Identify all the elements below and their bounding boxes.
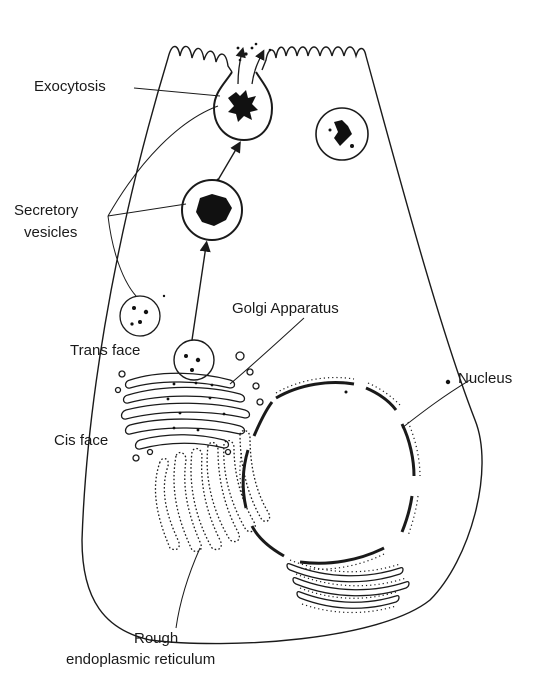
label-secretory-vesicles-line1: Secretory bbox=[14, 202, 79, 219]
label-cis-face: Cis face bbox=[54, 432, 109, 449]
label-rough-er-line2: endoplasmic reticulum bbox=[66, 651, 216, 668]
exocytosis-vesicle bbox=[212, 42, 274, 142]
er-sheets-lower bbox=[286, 562, 410, 609]
exocytosis-arrow-left bbox=[235, 46, 246, 85]
leader-lines bbox=[107, 87, 471, 629]
secretory-vesicle-right bbox=[315, 107, 369, 161]
transport-arrow-upper bbox=[217, 141, 241, 181]
label-golgi-apparatus: Golgi Apparatus bbox=[232, 300, 339, 317]
nucleus-envelope bbox=[241, 381, 416, 565]
trans-face-vesicle bbox=[173, 339, 215, 381]
golgi-dots bbox=[166, 381, 226, 432]
secretory-vesicle-middle bbox=[181, 178, 243, 241]
label-nucleus: Nucleus bbox=[458, 370, 513, 387]
exocytosis-arrow-right bbox=[251, 49, 265, 85]
label-secretory-vesicles-line2: vesicles bbox=[24, 224, 78, 241]
membrane-dot bbox=[445, 379, 451, 385]
golgi-stack bbox=[114, 351, 264, 462]
er-sheets-lower-ribosomes bbox=[289, 559, 407, 614]
cytoplasm-dot bbox=[344, 390, 348, 394]
label-exocytosis: Exocytosis bbox=[34, 78, 106, 95]
label-rough-er-line1: Rough bbox=[134, 630, 179, 647]
rough-er bbox=[154, 429, 271, 553]
cell-membrane bbox=[81, 45, 483, 645]
nucleus-ribosomes bbox=[239, 376, 421, 570]
transport-arrow-lower bbox=[191, 240, 211, 341]
secretory-vesicle-small bbox=[119, 294, 166, 337]
label-trans-face: Trans face bbox=[70, 342, 141, 359]
